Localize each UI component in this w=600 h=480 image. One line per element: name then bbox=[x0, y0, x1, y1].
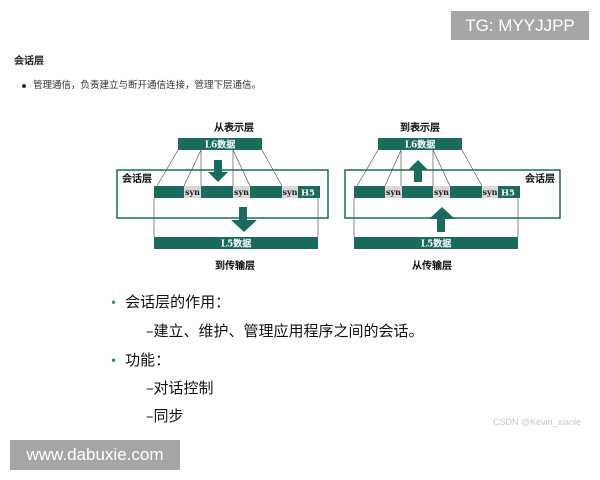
h5-label: H5 bbox=[301, 189, 315, 199]
top-label: 从表示层 bbox=[214, 121, 254, 134]
l5-label: L5数据 bbox=[221, 238, 252, 250]
syn-box bbox=[184, 186, 201, 198]
l5-bar bbox=[354, 237, 518, 249]
h5-label: H5 bbox=[501, 189, 515, 199]
slide-sub: –对话控制 bbox=[146, 379, 214, 397]
top-label: 到表示层 bbox=[400, 121, 440, 134]
syn-box bbox=[385, 186, 402, 198]
watermark-tg: TG: MYYJJPP bbox=[451, 11, 589, 40]
syn-label: syn bbox=[483, 187, 498, 197]
watermark-site: www.dabuxie.com bbox=[10, 440, 180, 470]
bullet-dot: • bbox=[110, 296, 118, 310]
syn-label: syn bbox=[234, 187, 249, 197]
l6-label: L6数据 bbox=[405, 139, 436, 151]
arrow-down-icon bbox=[231, 207, 257, 232]
mapping-lines bbox=[353, 149, 519, 237]
session-label: 会话层 bbox=[525, 172, 555, 185]
l6-bar bbox=[378, 138, 462, 150]
l5-label: L5数据 bbox=[421, 238, 452, 250]
section-bullet: 管理通信，负责建立与断开通信连接，管理下层通信。 bbox=[22, 77, 261, 91]
diagram-right: 到表示层 会话层 L6数据 syn syn syn H5 L5数据 从传输层 bbox=[344, 121, 561, 272]
arrow-down-icon bbox=[208, 160, 228, 182]
l6-bar bbox=[178, 138, 262, 150]
l6-label: L6数据 bbox=[205, 139, 236, 151]
syn-box bbox=[433, 186, 450, 198]
diagram-left: 从表示层 会话层 L6数据 syn syn syn H5 L5数据 到传输层 bbox=[116, 121, 329, 272]
bottom-label: 从传输层 bbox=[412, 259, 452, 272]
syn-box bbox=[282, 186, 298, 198]
arrow-up-icon bbox=[429, 207, 455, 232]
section-heading: 会话层 bbox=[14, 56, 44, 67]
session-label: 会话层 bbox=[122, 172, 152, 185]
bottom-label: 到传输层 bbox=[215, 259, 255, 272]
slide-item-2: • 功能： bbox=[110, 349, 170, 370]
syn-label: syn bbox=[185, 187, 200, 197]
watermark-csdn: CSDN @Kevin_xiaole bbox=[493, 417, 582, 427]
slide-sub: –建立、维护、管理应用程序之间的会话。 bbox=[146, 322, 424, 340]
syn-label: syn bbox=[434, 187, 449, 197]
mapping-lines bbox=[153, 149, 319, 237]
l5-bar bbox=[154, 237, 318, 249]
syn-box bbox=[233, 186, 250, 198]
syn-label: syn bbox=[386, 187, 401, 197]
syn-box bbox=[482, 186, 498, 198]
syn-label: syn bbox=[283, 187, 298, 197]
slide-item-title: 会话层的作用： bbox=[125, 293, 231, 311]
arrow-up-icon bbox=[408, 160, 428, 182]
slide-item-title: 功能： bbox=[125, 351, 171, 369]
session-box bbox=[116, 169, 329, 219]
slide-item-1: • 会话层的作用： bbox=[110, 291, 230, 312]
bullet-dot: • bbox=[110, 354, 118, 368]
slide-sub: –同步 bbox=[146, 407, 184, 425]
